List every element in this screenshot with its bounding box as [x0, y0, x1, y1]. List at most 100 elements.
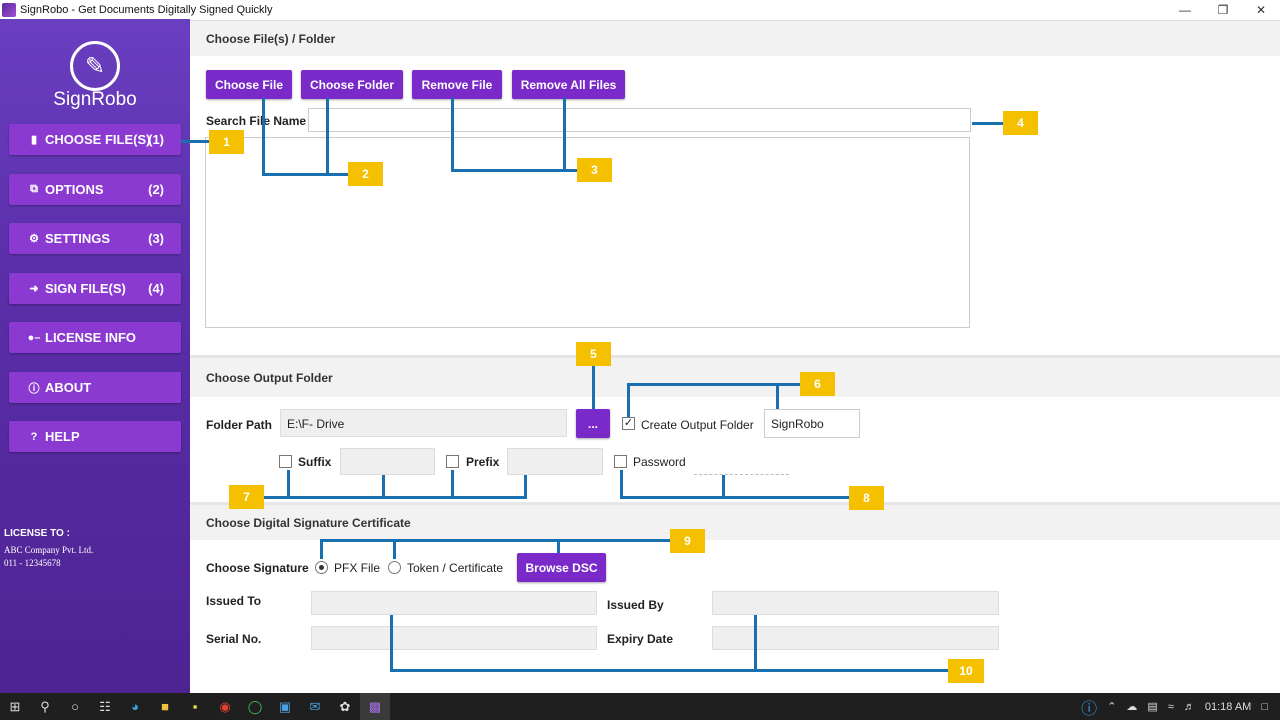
issued-by-field	[712, 591, 999, 615]
clock[interactable]: 01:18 AM	[1204, 700, 1252, 713]
notification-icon[interactable]: □	[1261, 700, 1268, 713]
sidebar-item-sign-files[interactable]: ➜ SIGN FILE(S) (4)	[9, 273, 181, 304]
prefix-input[interactable]	[507, 448, 603, 475]
whatsapp-icon[interactable]: ◯	[247, 698, 263, 714]
folder-path-label: Folder Path	[206, 418, 273, 432]
output-folder-name-input[interactable]: SignRobo	[764, 409, 860, 438]
password-field[interactable]	[694, 474, 789, 475]
search-file-label: Search File Name	[206, 114, 307, 128]
restore-button[interactable]: ❐	[1217, 2, 1229, 17]
sidebar-item-options[interactable]: ⧉ OPTIONS (2)	[9, 174, 181, 205]
mail-icon[interactable]: ✉	[309, 698, 321, 714]
serial-no-field	[311, 626, 597, 650]
chrome-icon[interactable]: ◉	[219, 698, 231, 714]
license-info: LICENSE TO : ABC Company Pvt. Ltd. 011 -…	[4, 527, 93, 570]
sidebar-item-num: (3)	[148, 231, 164, 246]
sidebar-item-num: (1)	[148, 132, 164, 147]
token-certificate-radio[interactable]	[388, 561, 401, 574]
prefix-checkbox[interactable]	[446, 455, 459, 468]
password-checkbox[interactable]	[614, 455, 627, 468]
edge-icon[interactable]: ◕	[131, 699, 139, 714]
license-company: ABC Company Pvt. Ltd.	[4, 545, 94, 555]
callout-line	[557, 539, 560, 553]
sidebar: ✎ SignRobo ▮ CHOOSE FILE(S) (1) ⧉ OPTION…	[0, 19, 190, 693]
key-icon: ●–	[27, 331, 41, 344]
callout-line	[320, 539, 671, 542]
password-label: Password	[633, 455, 686, 469]
chevron-up-icon[interactable]: ⌃	[1107, 701, 1117, 713]
callout-badge: 2	[348, 162, 383, 186]
callout-line	[390, 669, 950, 672]
choose-signature-label: Choose Signature	[206, 561, 309, 575]
browse-folder-button[interactable]: ...	[576, 409, 610, 438]
task-view-icon[interactable]: ☷	[99, 698, 111, 714]
minimize-button[interactable]: —	[1179, 2, 1191, 17]
create-output-folder-checkbox[interactable]: ✓	[622, 417, 635, 430]
question-icon: ?	[30, 430, 38, 443]
folder-path-input[interactable]: E:\F- Drive	[280, 409, 567, 437]
sidebar-item-num: (4)	[148, 281, 164, 296]
onedrive-icon[interactable]: ☁	[1126, 701, 1138, 713]
expiry-date-field	[712, 626, 999, 650]
choose-folder-button[interactable]: Choose Folder	[301, 70, 403, 99]
remove-file-button[interactable]: Remove File	[412, 70, 502, 99]
browse-dsc-button[interactable]: Browse DSC	[517, 553, 606, 582]
search-icon[interactable]: ⚲	[40, 698, 50, 714]
sidebar-item-label: HELP	[45, 429, 80, 444]
sidebar-item-help[interactable]: ? HELP	[9, 421, 181, 452]
remove-all-files-button[interactable]: Remove All Files	[512, 70, 625, 99]
sidebar-item-settings[interactable]: ⚙ SETTINGS (3)	[9, 223, 181, 254]
suffix-input[interactable]	[340, 448, 435, 475]
sidebar-item-label: CHOOSE FILE(S)	[45, 132, 151, 147]
search-file-input[interactable]	[308, 108, 971, 132]
callout-line	[972, 122, 1005, 125]
callout-line	[592, 366, 595, 409]
app-icon[interactable]: ✿	[339, 698, 351, 714]
cortana-icon[interactable]: ○	[71, 699, 79, 714]
license-phone: 011 - 12345678	[4, 558, 61, 568]
token-certificate-label: Token / Certificate	[407, 561, 504, 575]
gear-icon: ⚙	[29, 233, 39, 245]
section-header-signature: Choose Digital Signature Certificate	[190, 502, 1280, 540]
app-icon	[2, 2, 16, 17]
issued-to-label: Issued To	[206, 594, 262, 608]
sidebar-item-label: LICENSE INFO	[45, 330, 137, 345]
expiry-date-label: Expiry Date	[607, 632, 674, 646]
callout-line	[262, 98, 265, 175]
system-tray: ⓘ ⌃ ☁ ▤ ≈ ♬ 01:18 AM □	[1076, 693, 1280, 720]
windows-start-icon[interactable]: ⊞	[9, 698, 21, 714]
suffix-checkbox[interactable]	[279, 455, 292, 468]
taskbar: ⊞ ⚲ ○ ☷ ◕ ■ ▪ ◉ ◯ ▣ ✉ ✿ ▩ ⓘ ⌃ ☁ ▤ ≈ ♬ 01…	[0, 693, 1280, 720]
volume-icon[interactable]: ♬	[1183, 700, 1195, 713]
section-header-files: Choose File(s) / Folder	[190, 20, 1280, 56]
issued-by-label: Issued By	[607, 598, 664, 612]
network-icon[interactable]: ▤	[1147, 701, 1158, 713]
callout-line	[326, 98, 329, 175]
sticky-notes-icon[interactable]: ▪	[192, 699, 198, 714]
callout-line	[563, 98, 566, 171]
wifi-icon[interactable]: ≈	[1167, 700, 1174, 713]
callout-line	[620, 470, 623, 498]
suffix-label: Suffix	[298, 455, 332, 469]
sidebar-item-about[interactable]: ⓘ ABOUT	[9, 372, 181, 403]
sidebar-item-license-info[interactable]: ●– LICENSE INFO	[9, 322, 181, 353]
photos-icon[interactable]: ▣	[278, 698, 292, 714]
callout-line	[451, 169, 579, 172]
callout-badge: 5	[576, 342, 611, 366]
sidebar-item-label: ABOUT	[45, 380, 92, 395]
help-icon[interactable]: ⓘ	[1081, 700, 1098, 718]
signrobo-taskbar-icon[interactable]: ▩	[360, 693, 390, 720]
callout-line	[382, 475, 385, 498]
choose-file-button[interactable]: Choose File	[206, 70, 292, 99]
file-explorer-icon[interactable]: ■	[161, 699, 169, 714]
logo-text: SignRobo	[53, 89, 137, 110]
callout-badge: 3	[577, 158, 612, 182]
callout-badge: 1	[209, 130, 244, 154]
callout-line	[627, 383, 802, 386]
options-icon: ⧉	[30, 183, 38, 195]
pfx-file-radio[interactable]	[315, 561, 328, 574]
sidebar-item-choose-files[interactable]: ▮ CHOOSE FILE(S) (1)	[9, 124, 181, 155]
callout-badge: 6	[800, 372, 835, 396]
callout-line	[320, 539, 323, 559]
close-button[interactable]: ✕	[1255, 2, 1267, 17]
